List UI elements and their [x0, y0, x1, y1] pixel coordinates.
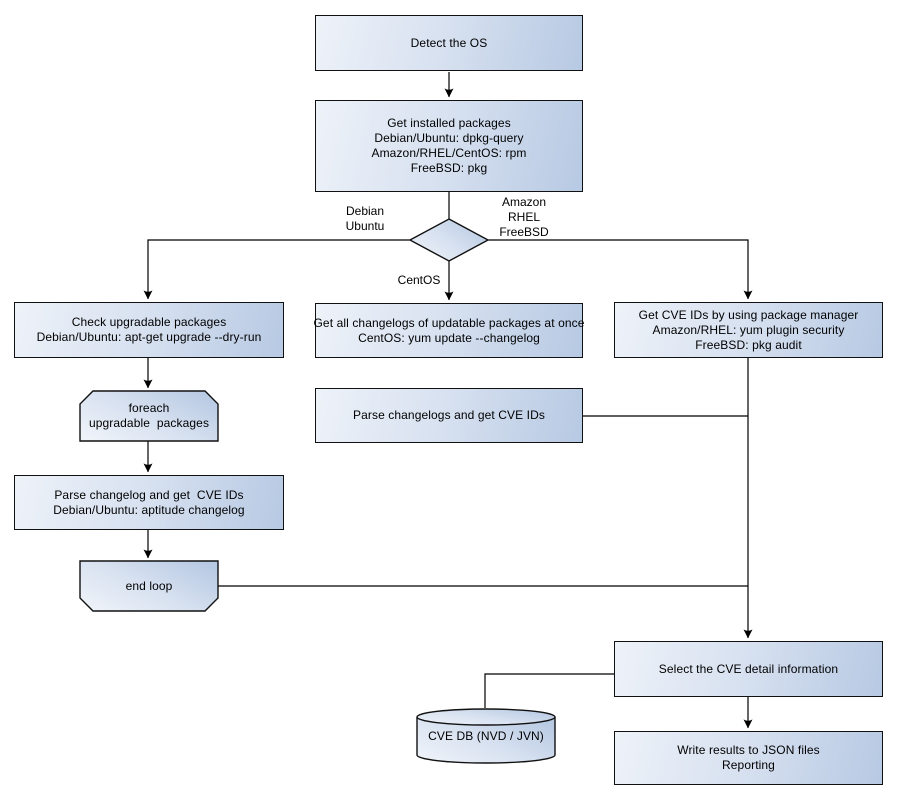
node-get-cve-ids-pkg-mgr-label: Get CVE IDs by using package manager Ama…	[638, 307, 859, 352]
connector-select-to-cvedb	[484, 673, 614, 708]
node-get-all-changelogs-label: Get all changelogs of updatable packages…	[313, 315, 585, 345]
node-select-cve-detail: Select the CVE detail information	[614, 641, 883, 697]
node-cve-db: CVE DB (NVD / JVN)	[417, 722, 555, 750]
node-get-all-changelogs: Get all changelogs of updatable packages…	[313, 303, 585, 358]
node-detect-os-label: Detect the OS	[410, 35, 488, 50]
node-parse-changelogs-centos-label: Parse changelogs and get CVE IDs	[353, 408, 545, 422]
end-loop-shape	[79, 560, 219, 612]
connector-decision-to-get-cve-ids	[488, 239, 753, 300]
connector-decision-to-check-upgradable	[143, 239, 410, 300]
node-parse-changelogs-centos: Parse changelogs and get CVE IDs	[315, 388, 583, 443]
decision-diamond-shape	[408, 218, 490, 262]
node-check-upgradable-label: Check upgradable packages Debian/Ubuntu:…	[36, 315, 262, 344]
node-get-installed-packages-label: Get installed packages Debian/Ubuntu: dp…	[371, 116, 527, 175]
node-parse-changelog-deb-label: Parse changelog and get CVE IDs Debian/U…	[53, 487, 245, 517]
node-parse-changelog-deb: Parse changelog and get CVE IDs Debian/U…	[14, 475, 284, 530]
node-write-results: Write results to JSON files Reporting	[614, 731, 883, 785]
node-get-cve-ids-pkg-mgr: Get CVE IDs by using package manager Ama…	[614, 302, 883, 358]
branch-label-amazon-rhel-freebsd: Amazon RHEL FreeBSD	[499, 195, 549, 239]
cve-db-cylinder-body	[416, 717, 556, 764]
node-end-loop: end loop	[80, 561, 218, 611]
node-cve-db-label: CVE DB (NVD / JVN)	[428, 728, 544, 743]
node-check-upgradable: Check upgradable packages Debian/Ubuntu:…	[14, 302, 284, 358]
node-foreach-loop-label: foreach upgradable packages	[88, 401, 210, 430]
node-get-installed-packages: Get installed packages Debian/Ubuntu: dp…	[315, 100, 583, 192]
foreach-loop-shape	[79, 390, 219, 442]
cve-db-cylinder-top	[416, 708, 556, 726]
branch-label-centos: CentOS	[397, 273, 441, 287]
node-detect-os: Detect the OS	[315, 15, 583, 71]
node-select-cve-detail-label: Select the CVE detail information	[658, 661, 839, 676]
node-end-loop-label: end loop	[125, 578, 173, 593]
branch-label-debian-ubuntu: Debian Ubuntu	[345, 204, 385, 233]
node-foreach-loop: foreach upgradable packages	[80, 391, 218, 441]
node-write-results-label: Write results to JSON files Reporting	[677, 743, 820, 772]
